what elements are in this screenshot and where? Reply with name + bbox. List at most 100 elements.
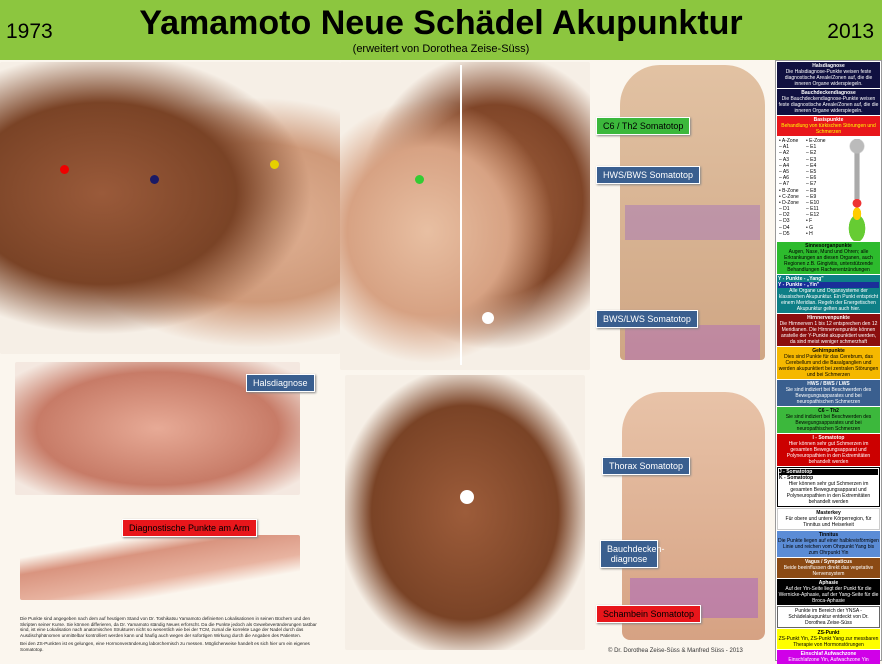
label-c6: C6 / Th2 Somatotop <box>596 117 691 135</box>
legend-title: Bauchdeckendiagnose <box>801 90 856 96</box>
zone-item: – E11 <box>806 206 819 213</box>
label-halsdiagnose: Halsdiagnose <box>246 374 315 392</box>
legend-title: C6 – Th2 <box>818 408 839 414</box>
zone-item: • C-Zone <box>779 193 799 200</box>
zone-item: – D5 <box>779 230 790 237</box>
year-start: 1973 <box>6 20 53 43</box>
zone-item: – A3 <box>779 156 790 163</box>
zone-item: – D2 <box>779 212 790 219</box>
legend-text: Die Halsdiagnose-Punkte weisen feste dia… <box>784 69 873 87</box>
label-bws-lws: BWS/LWS Somatotop <box>596 310 698 328</box>
label-arm: Diagnostische Punkte am Arm <box>122 519 257 537</box>
legend-text: Die Hirnnerven 1 bis 12 entsprechen den … <box>779 321 878 345</box>
legend-text: Alle Organe und Organsysteme der klassis… <box>778 288 879 312</box>
legend-title: Halsdiagnose <box>812 63 845 69</box>
legend-title: HWS / BWS / LWS <box>807 381 850 387</box>
legend-title: Tinnitus <box>818 532 839 538</box>
label-bauchdecken: Bauchdecken-diagnose <box>600 540 665 568</box>
legend-text: Sie sind indiziert bei Beschwerden des B… <box>785 414 872 432</box>
legend-title: Aphasie <box>818 580 839 586</box>
zone-item: • G <box>806 224 814 231</box>
legend-title: Basispunkte <box>813 117 844 123</box>
page-title: Yamamoto Neue Schädel Akupunktur <box>139 4 743 42</box>
top-head-illustration <box>345 375 585 650</box>
zone-item: – A2 <box>779 150 790 157</box>
legend-title: Gehirnpunkte <box>812 348 845 354</box>
zone-item: – E8 <box>806 187 817 194</box>
zone-item: – D4 <box>779 224 790 231</box>
legend-text: Für obere und untere Körperregion, für T… <box>785 516 872 528</box>
zone-item: • A-Zone <box>779 138 799 144</box>
zone-item: • H <box>806 230 813 237</box>
legend-title: Sinnesorganpunkte <box>805 243 852 249</box>
note-paragraph: Bei den ZS-Punkten ist es gelungen, eine… <box>20 641 310 652</box>
midline <box>460 65 462 365</box>
zone-section: • A-Zone– A1– A2– A3– A4– A5– A6– A7• B-… <box>777 137 880 241</box>
legend-title: Y - Punkte - „Yang" <box>778 276 824 282</box>
zone-item: – E6 <box>806 175 817 182</box>
zone-item: – E3 <box>806 156 817 163</box>
zone-list: • A-Zone– A1– A2– A3– A4– A5– A6– A7• B-… <box>779 138 833 237</box>
zone-item: – E2 <box>806 150 817 157</box>
zone-item: – E7 <box>806 181 817 188</box>
zone-item: – D3 <box>779 218 790 225</box>
legend-text: Die Bauchdeckendiagnose-Punkte weisen fe… <box>778 96 879 114</box>
legend-title: Masterkey <box>816 510 841 516</box>
back-band-lower <box>625 325 760 360</box>
zone-item: – A5 <box>779 168 790 175</box>
legend-text: Augen, Nase, Mund und Ohren; alle Erkran… <box>784 249 873 273</box>
legend-text: Die Punkte liegen auf einer halbkreisför… <box>778 538 879 556</box>
skeleton-illustration <box>837 139 877 199</box>
legend-title: Y - Punkte - „Yin" <box>778 282 879 288</box>
back-band <box>625 205 760 240</box>
legend-title: Hirnnervenpunkte <box>807 315 850 321</box>
legend-text: Hier können sehr gut Schmerzen im gesamt… <box>786 481 871 505</box>
legend-title: Vagus / Sympaticus <box>805 559 852 565</box>
legend-text: Einschlafzone Yin, Aufwachzone Yin <box>788 657 869 663</box>
zone-item: • B-Zone <box>779 187 799 194</box>
zone-item: – D1 <box>779 206 790 213</box>
point-marker <box>60 165 69 174</box>
zone-item: – E9 <box>806 193 817 200</box>
legend-title: I - Somatotop <box>812 435 845 441</box>
point-marker <box>270 160 279 169</box>
notes: Die Punkte sind angegeben nach dem auf h… <box>20 616 320 653</box>
legend-title: J - Somatotop <box>779 469 878 475</box>
body-zone-figure <box>839 199 875 241</box>
side-head-illustration <box>0 62 340 354</box>
zone-item: – A1 <box>779 144 790 151</box>
point-marker <box>150 175 159 184</box>
legend-text: Behandlung von türkischen Störungen und … <box>781 123 876 135</box>
note-paragraph: Die Punkte sind angegeben nach dem auf h… <box>20 616 317 638</box>
legend-text: Beide beeinflussen direkt das vegetative… <box>783 565 874 577</box>
zone-item: – E12 <box>806 212 820 219</box>
point-marker <box>482 312 494 324</box>
legend-text: ZS-Punkt Yin, ZS-Punkt Yang zur messbare… <box>778 636 879 648</box>
zone-item: – E4 <box>806 162 817 169</box>
zone-item: • D-Zone <box>779 199 799 206</box>
copyright: © Dr. Dorothea Zeise-Süss & Manfred Süss… <box>608 648 743 654</box>
zone-item: – A6 <box>779 175 790 182</box>
zone-item: – E5 <box>806 168 817 175</box>
label-schambein: Schambein Somatotop <box>596 605 702 623</box>
legend-text: Dies sind Punkte für das Cerebrum, das C… <box>778 354 879 378</box>
header-banner <box>0 0 882 60</box>
arm-illustration <box>20 535 300 600</box>
legend-text: Hier können sehr gut Schmerzen im gesamt… <box>786 441 871 465</box>
label-hws-bws: HWS/BWS Somatotop <box>596 166 701 184</box>
legend-title: K - Somatotop <box>779 475 814 481</box>
